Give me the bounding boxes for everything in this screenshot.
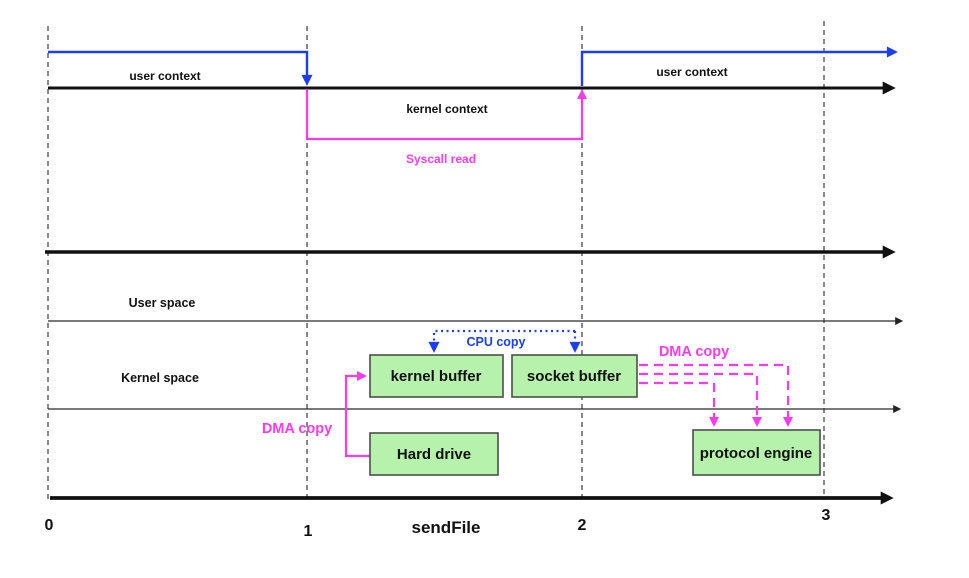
kernel-buffer-box: [369, 354, 504, 398]
hard-drive-label: Hard drive: [397, 446, 471, 463]
kernel-space-label: Kernel space: [121, 371, 199, 385]
hard-drive-box: [369, 432, 499, 476]
tick-0: 0: [45, 517, 54, 534]
dma-copy-nic-line-2: [639, 372, 762, 427]
dma-copy-nic-line-3: [639, 381, 719, 427]
tick-1: 1: [304, 523, 313, 540]
kernel-buffer-label: kernel buffer: [391, 368, 482, 385]
dma-copy-nic-line-1: [639, 363, 793, 427]
kernel-context-label: kernel context: [406, 102, 487, 116]
axis-title: sendFile: [412, 518, 481, 537]
protocol-engine-label: protocol engine: [700, 445, 813, 462]
syscall-read-label: Syscall read: [406, 152, 476, 166]
user-context-line-right: [580, 46, 898, 86]
dma-copy-nic-label: DMA copy: [659, 344, 729, 360]
dma-copy-disk-line: [344, 371, 370, 458]
user-context-left-label: user context: [129, 69, 200, 83]
socket-buffer-box: [511, 354, 638, 398]
protocol-engine-box: [692, 429, 821, 476]
cpu-copy-label: CPU copy: [466, 335, 525, 349]
cpu-copy-line-left: [428, 329, 575, 353]
dma-copy-disk-label: DMA copy: [262, 421, 332, 437]
syscall-read-line: [305, 89, 587, 141]
user-context-line-left: [48, 50, 313, 86]
socket-buffer-label: socket buffer: [527, 368, 621, 385]
tick-3: 3: [822, 507, 831, 524]
tick-2: 2: [578, 517, 587, 534]
user-space-label: User space: [129, 296, 196, 310]
user-context-right-label: user context: [656, 65, 727, 79]
